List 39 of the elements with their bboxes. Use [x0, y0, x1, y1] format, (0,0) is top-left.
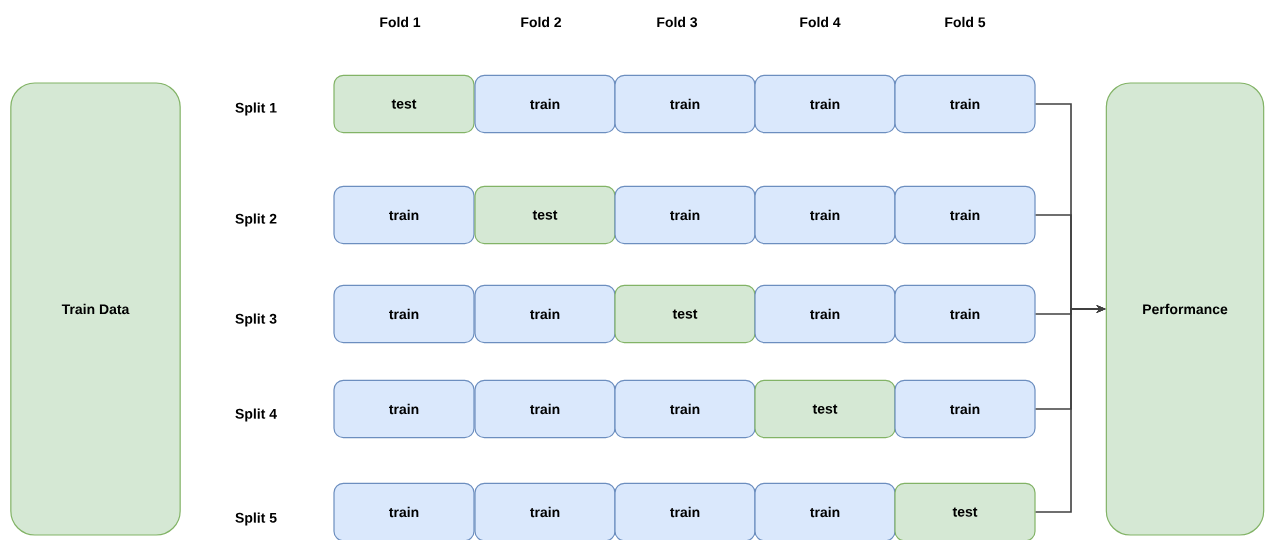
fold-box: train: [894, 74, 1036, 134]
fold-box: train: [333, 185, 475, 245]
result-box: Performance: [1105, 82, 1265, 536]
fold-box: train: [474, 482, 616, 540]
fold-box: train: [754, 284, 896, 344]
column-header: Fold 1: [380, 16, 421, 28]
fold-box: test: [754, 379, 896, 439]
row-label: Split 5: [235, 512, 277, 526]
fold-box: train: [614, 482, 756, 540]
fold-box: train: [333, 482, 475, 540]
fold-box: train: [754, 74, 896, 134]
node-label: train: [530, 506, 560, 518]
fold-box: train: [614, 185, 756, 245]
fold-box: test: [474, 185, 616, 245]
fold-box: train: [474, 379, 616, 439]
row-label: Split 4: [235, 408, 277, 422]
fold-box: test: [614, 284, 756, 344]
column-header: Fold 5: [945, 16, 986, 28]
fold-box: train: [333, 284, 475, 344]
data-box: Train Data: [10, 82, 181, 536]
fold-box: test: [894, 482, 1036, 540]
fold-box: train: [894, 185, 1036, 245]
column-header: Fold 4: [800, 16, 841, 28]
column-header: Fold 3: [657, 16, 698, 28]
fold-box: train: [614, 74, 756, 134]
fold-box: train: [754, 185, 896, 245]
node-label: train: [670, 506, 700, 518]
fold-box: train: [333, 379, 475, 439]
row-label: Split 3: [235, 313, 277, 327]
row-label: Split 1: [235, 102, 277, 116]
fold-box: train: [894, 284, 1036, 344]
fold-box: train: [894, 379, 1036, 439]
fold-box: train: [614, 379, 756, 439]
column-header: Fold 2: [521, 16, 562, 28]
row-label: Split 2: [235, 213, 277, 227]
fold-box: train: [474, 284, 616, 344]
fold-box: train: [474, 74, 616, 134]
fold-box: train: [754, 482, 896, 540]
fold-box: test: [333, 74, 475, 134]
